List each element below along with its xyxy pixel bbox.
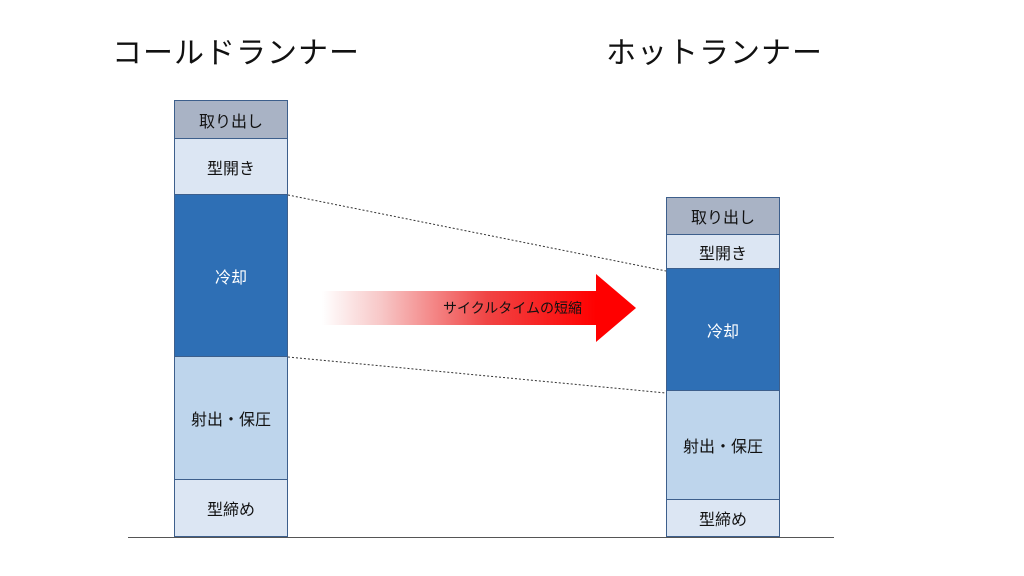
hot-segment-mold-open: 型開き xyxy=(666,235,780,269)
guide-line-cooling-top xyxy=(287,194,667,272)
arrow-body xyxy=(322,291,596,325)
hot-runner-cycle-stack: 取り出し 型開き 冷却 射出・保圧 型締め xyxy=(666,197,780,537)
hot-runner-title: ホットランナー xyxy=(606,36,823,71)
arrow-head-icon xyxy=(596,274,636,342)
cold-segment-injection-holding: 射出・保圧 xyxy=(174,357,288,480)
cold-segment-removal: 取り出し xyxy=(174,100,288,139)
hot-segment-injection-holding: 射出・保圧 xyxy=(666,391,780,500)
guide-line-cooling-bottom xyxy=(287,356,667,394)
cold-segment-mold-open: 型開き xyxy=(174,139,288,195)
hot-segment-cooling: 冷却 xyxy=(666,269,780,391)
cold-segment-mold-clamp: 型締め xyxy=(174,480,288,537)
arrow-label: サイクルタイムの短縮 xyxy=(442,301,582,317)
baseline-axis xyxy=(128,537,834,538)
cold-runner-cycle-stack: 取り出し 型開き 冷却 射出・保圧 型締め xyxy=(174,100,288,537)
hot-segment-mold-clamp: 型締め xyxy=(666,500,780,537)
cold-runner-title: コールドランナー xyxy=(112,36,360,71)
cycle-time-reduction-arrow: サイクルタイムの短縮 xyxy=(322,274,636,342)
cold-segment-cooling: 冷却 xyxy=(174,195,288,357)
hot-segment-removal: 取り出し xyxy=(666,197,780,235)
